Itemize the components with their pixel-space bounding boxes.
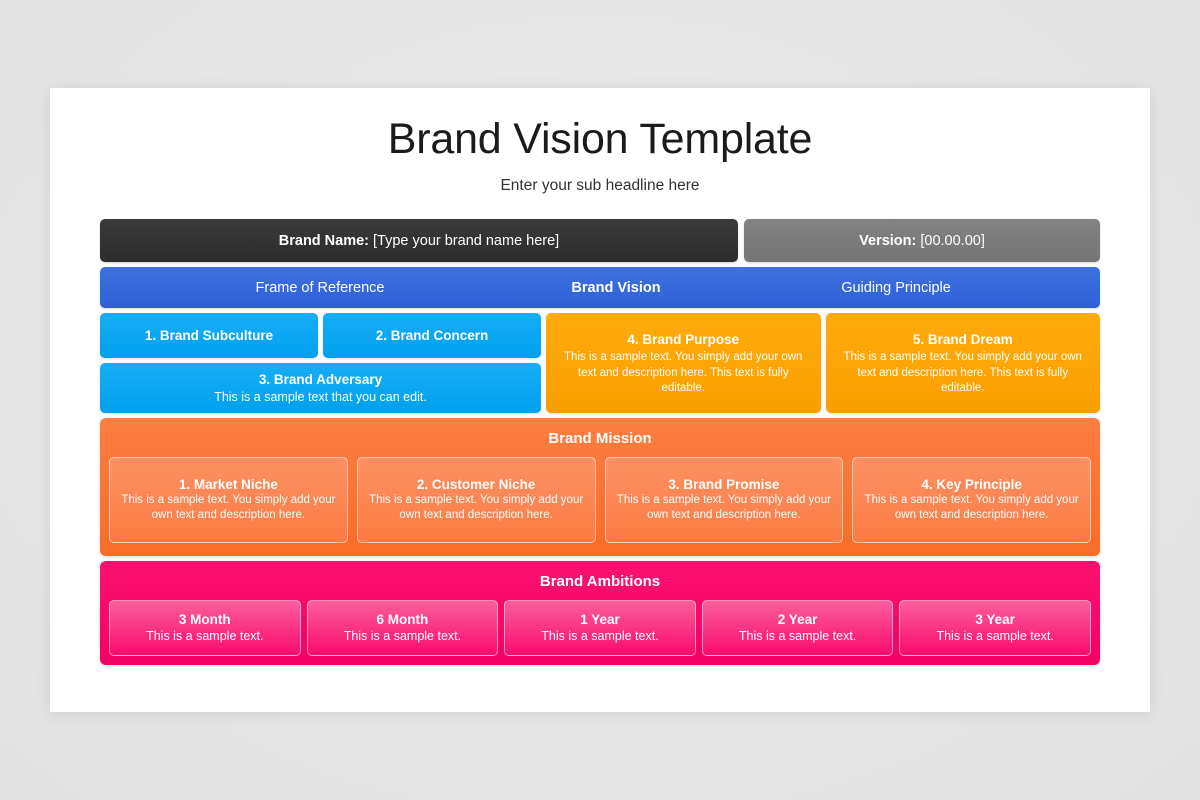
card-ambition-1-year-body: This is a sample text. xyxy=(541,629,659,644)
card-brand-subculture[interactable]: 1. Brand Subculture xyxy=(100,313,318,359)
brand-ambitions-heading: Brand Ambitions xyxy=(539,573,661,591)
card-key-principle-body: This is a sample text. You simply add yo… xyxy=(864,494,1079,522)
card-customer-niche[interactable]: 2. Customer Niche This is a sample text.… xyxy=(356,457,596,544)
card-ambition-6-month-body: This is a sample text. xyxy=(343,629,462,644)
card-brand-dream-title: 5. Brand Dream xyxy=(912,331,1013,347)
frame-of-reference-top-row: 1. Brand Subculture 2. Brand Concern xyxy=(100,313,541,359)
brand-identity-row: Brand Name: [Type your brand name here] … xyxy=(100,219,1100,263)
version-value[interactable]: [00.00.00] xyxy=(920,232,985,249)
category-frame-of-reference[interactable]: Frame of Reference xyxy=(255,279,385,296)
category-guiding-principle[interactable]: Guiding Principle xyxy=(841,279,951,296)
page-title: Brand Vision Template xyxy=(387,115,813,163)
brand-mission-heading: Brand Mission xyxy=(548,430,652,448)
card-ambition-3-month[interactable]: 3 Month This is a sample text. xyxy=(109,600,301,657)
brand-name-value[interactable]: [Type your brand name here] xyxy=(373,232,560,249)
card-ambition-2-year-title: 2 Year xyxy=(777,612,818,628)
card-brand-concern-title: 2. Brand Concern xyxy=(375,328,489,344)
card-brand-purpose[interactable]: 4. Brand Purpose This is a sample text. … xyxy=(546,313,821,414)
card-ambition-3-month-title: 3 Month xyxy=(178,612,231,628)
card-ambition-6-month-title: 6 Month xyxy=(376,612,429,628)
card-ambition-3-month-body: This is a sample text. xyxy=(146,629,264,644)
version-label: Version: xyxy=(859,232,917,249)
card-brand-dream[interactable]: 5. Brand Dream This is a sample text. Yo… xyxy=(825,313,1100,414)
card-key-principle[interactable]: 4. Key Principle This is a sample text. … xyxy=(852,457,1091,544)
brand-name-label: Brand Name: xyxy=(278,232,370,249)
card-ambition-3-year[interactable]: 3 Year This is a sample text. xyxy=(899,600,1091,657)
brand-mission-panel: Brand Mission 1. Market Niche This is a … xyxy=(100,418,1100,557)
category-brand-vision[interactable]: Brand Vision xyxy=(571,279,661,296)
card-brand-subculture-title: 1. Brand Subculture xyxy=(144,328,274,344)
brand-ambitions-cards-row: 3 Month This is a sample text. 6 Month T… xyxy=(109,600,1091,657)
card-market-niche-body: This is a sample text. You simply add yo… xyxy=(121,494,336,522)
category-bar: Frame of Reference Brand Vision Guiding … xyxy=(100,267,1100,309)
card-market-niche[interactable]: 1. Market Niche This is a sample text. Y… xyxy=(109,457,348,544)
card-brand-adversary-title: 3. Brand Adversary xyxy=(258,372,383,388)
page-subtitle: Enter your sub headline here xyxy=(500,177,700,195)
card-brand-purpose-body: This is a sample text. You simply add yo… xyxy=(564,351,803,394)
card-customer-niche-body: This is a sample text. You simply add yo… xyxy=(369,494,584,522)
card-brand-adversary[interactable]: 3. Brand Adversary This is a sample text… xyxy=(100,363,541,414)
card-market-niche-title: 1. Market Niche xyxy=(178,477,278,493)
brand-ambitions-panel: Brand Ambitions 3 Month This is a sample… xyxy=(100,561,1100,666)
card-brand-adversary-body: This is a sample text that you can edit. xyxy=(214,389,427,404)
card-ambition-3-year-body: This is a sample text. xyxy=(936,629,1054,644)
version-bar[interactable]: Version: [00.00.00] xyxy=(744,219,1100,263)
card-brand-promise-body: This is a sample text. You simply add yo… xyxy=(616,494,831,522)
slide-canvas: Brand Vision Template Enter your sub hea… xyxy=(50,88,1150,712)
card-ambition-1-year[interactable]: 1 Year This is a sample text. xyxy=(504,600,696,657)
brand-name-bar[interactable]: Brand Name: [Type your brand name here] xyxy=(100,219,738,263)
card-brand-concern[interactable]: 2. Brand Concern xyxy=(323,313,541,359)
card-ambition-2-year-body: This is a sample text. xyxy=(738,629,857,644)
frame-of-reference-group: 1. Brand Subculture 2. Brand Concern 3. … xyxy=(100,313,541,414)
card-brand-promise[interactable]: 3. Brand Promise This is a sample text. … xyxy=(604,457,844,544)
card-brand-dream-body: This is a sample text. You simply add yo… xyxy=(843,351,1082,394)
brand-mission-cards-row: 1. Market Niche This is a sample text. Y… xyxy=(109,457,1091,544)
card-brand-promise-title: 3. Brand Promise xyxy=(668,477,780,493)
card-ambition-1-year-title: 1 Year xyxy=(580,612,620,628)
vision-cards-row: 1. Brand Subculture 2. Brand Concern 3. … xyxy=(100,313,1100,414)
card-brand-purpose-title: 4. Brand Purpose xyxy=(627,331,740,347)
card-key-principle-title: 4. Key Principle xyxy=(921,477,1022,493)
card-ambition-2-year[interactable]: 2 Year This is a sample text. xyxy=(701,600,894,657)
card-customer-niche-title: 2. Customer Niche xyxy=(416,477,536,493)
card-ambition-3-year-title: 3 Year xyxy=(975,612,1015,628)
card-ambition-6-month[interactable]: 6 Month This is a sample text. xyxy=(306,600,499,657)
